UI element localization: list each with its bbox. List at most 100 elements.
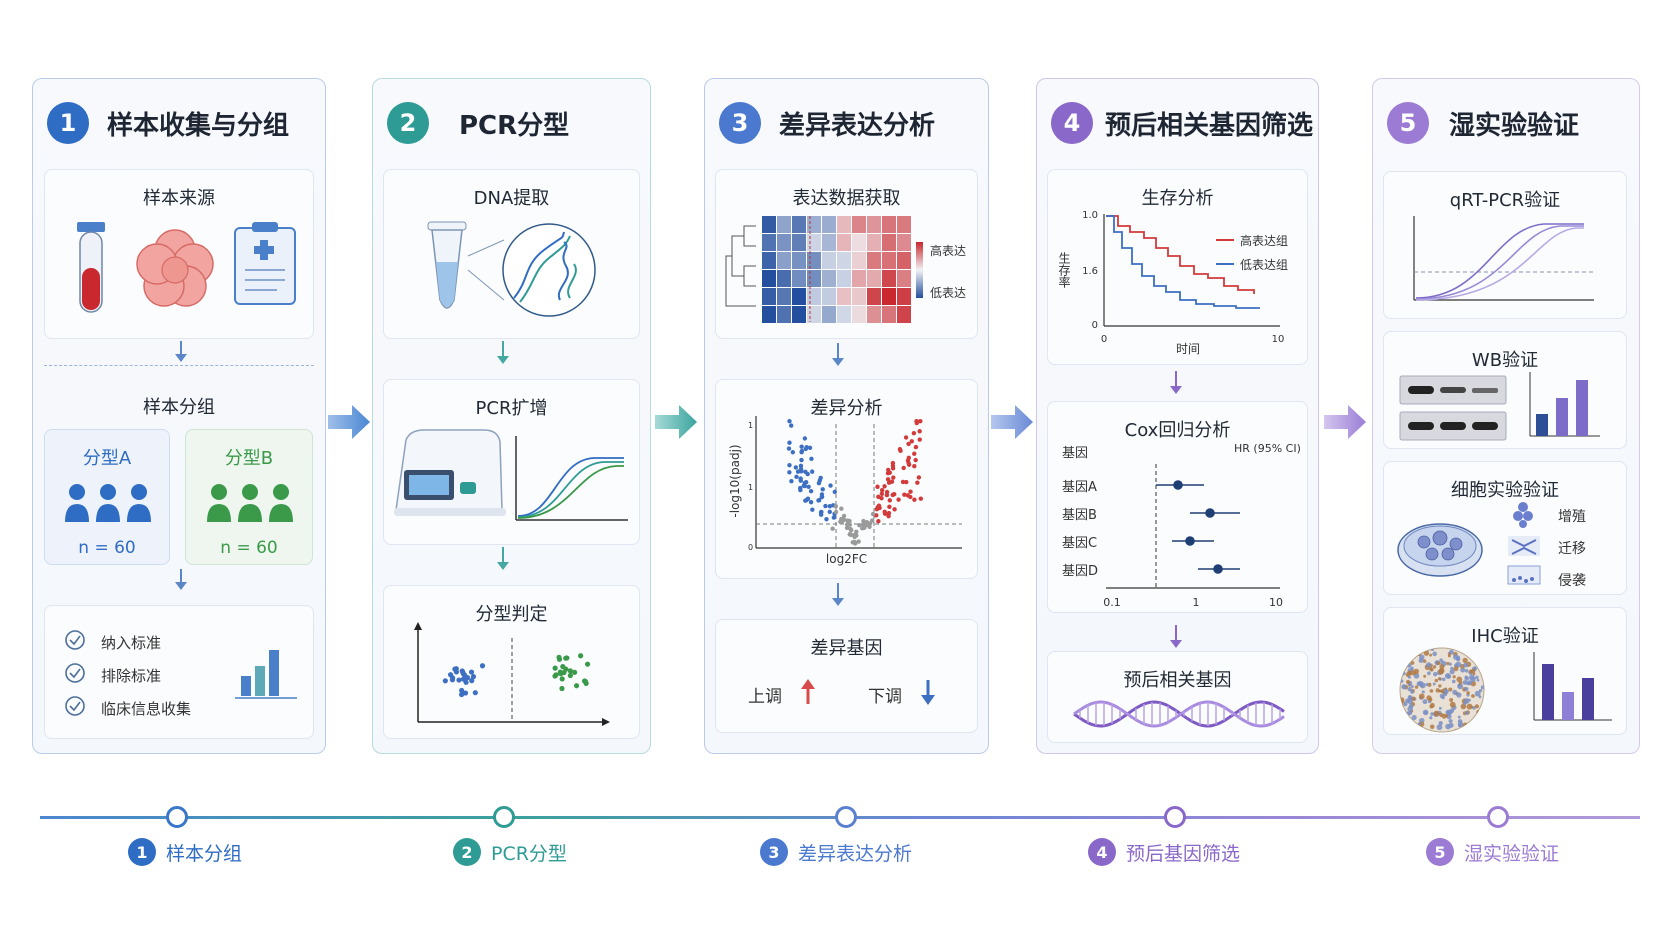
timeline-node-3 xyxy=(835,806,857,828)
typing-point-a xyxy=(479,663,486,669)
ihc-dot xyxy=(1423,650,1430,656)
heatmap-cell xyxy=(867,306,881,323)
wb-blot-and-bars xyxy=(1399,372,1600,441)
heatmap-cell xyxy=(777,288,791,305)
ihc-dot xyxy=(1439,664,1445,670)
step3-title: 差异表达分析 xyxy=(779,110,936,141)
dendrogram xyxy=(725,225,756,307)
ihc-dot xyxy=(1464,710,1469,715)
ihc-dot xyxy=(1444,672,1451,679)
survival-ylabel: 生存率 xyxy=(1057,252,1071,288)
cox-col-gene: 基因 xyxy=(1062,446,1089,461)
ihc-dot xyxy=(1426,695,1432,701)
step5-number: 5 xyxy=(1387,102,1429,144)
ihc-dot xyxy=(1413,650,1417,654)
heatmap-cell xyxy=(792,288,806,305)
ihc-dot xyxy=(1478,648,1484,651)
group-a-label: 分型A xyxy=(82,448,132,469)
typing-title: 分型判定 xyxy=(475,604,548,625)
heatmap-cell xyxy=(867,288,881,305)
heatmap-cell xyxy=(792,234,806,251)
volcano-point xyxy=(896,497,901,502)
volcano-point xyxy=(908,494,913,500)
volcano-point xyxy=(798,463,804,469)
heatmap-cell xyxy=(822,270,836,287)
step1-panel: 1 样本收集与分组 样本来源 xyxy=(32,78,326,754)
pcr-machine-icon xyxy=(394,429,628,521)
volcano-point xyxy=(886,480,892,485)
ihc-dot xyxy=(1438,706,1442,710)
ihc-dot xyxy=(1419,717,1425,724)
typing-point-b xyxy=(578,653,584,659)
heatmap-cell xyxy=(867,270,881,287)
ihc-dot xyxy=(1473,724,1480,731)
ihc-dot xyxy=(1449,698,1454,702)
ihc-dot xyxy=(1453,654,1459,660)
step2-header: 2 PCR分型 xyxy=(387,99,569,147)
ihc-dot xyxy=(1438,684,1442,688)
timeline-text-4: 预后基因筛选 xyxy=(1126,842,1241,865)
volcano-point xyxy=(912,463,917,469)
heatmap-cell xyxy=(882,270,896,287)
survival-legend-low: 低表达组 xyxy=(1240,258,1289,272)
heatmap-cell xyxy=(837,252,851,269)
ihc-dot xyxy=(1420,648,1425,650)
volcano-point xyxy=(886,513,891,519)
ihc-dot xyxy=(1427,671,1431,676)
ihc-dot xyxy=(1400,707,1405,711)
step4-down-arrow-1 xyxy=(1170,371,1182,394)
heatmap-cell xyxy=(777,234,791,251)
typing-point-b xyxy=(584,661,591,667)
heatmap-cell xyxy=(837,234,851,251)
ihc-dot xyxy=(1436,661,1441,666)
ihc-dot xyxy=(1429,689,1434,693)
ihc-dot xyxy=(1477,714,1481,718)
clinical-record-icon xyxy=(234,222,296,305)
heatmap-cell xyxy=(837,270,851,287)
heatmap-cell xyxy=(837,288,851,305)
volcano-point xyxy=(856,539,861,544)
ihc-dot xyxy=(1448,722,1454,728)
ihc-dot xyxy=(1452,675,1456,679)
typing-point-b xyxy=(563,655,569,661)
heatmap-cell xyxy=(777,216,791,233)
volcano-point xyxy=(808,488,814,494)
typing-point-b xyxy=(553,672,559,678)
timeline-node-5 xyxy=(1487,806,1509,828)
volcano-ytick-2: 1 xyxy=(748,483,753,492)
ihc-dot xyxy=(1418,693,1425,700)
ihc-dot xyxy=(1449,701,1456,708)
ihc-dot xyxy=(1427,682,1432,687)
volcano-point xyxy=(912,497,917,502)
ihc-dot xyxy=(1460,667,1466,673)
ihc-dot xyxy=(1407,651,1411,656)
volcano-point xyxy=(809,456,814,461)
typing-point-b xyxy=(567,668,573,674)
ihc-dot xyxy=(1407,706,1413,712)
volcano-point xyxy=(877,505,882,511)
timeline-text-2: PCR分型 xyxy=(491,842,567,865)
ihc-dot xyxy=(1478,689,1483,693)
timeline-label-4: 4 预后基因筛选 xyxy=(1088,838,1240,866)
heatmap-cell xyxy=(822,252,836,269)
ihc-dot xyxy=(1416,649,1420,653)
volcano-point xyxy=(828,483,833,488)
volcano-point xyxy=(823,503,828,509)
volcano-point xyxy=(802,483,807,489)
cox-card: Cox回归分析 基因 HR (95% CI) 基因A 基因B 基因C 基因D 0… xyxy=(1047,401,1308,613)
volcano-point xyxy=(884,489,890,495)
heatmap xyxy=(725,216,923,323)
ihc-dot xyxy=(1477,658,1481,663)
timeline-node-1 xyxy=(166,806,188,828)
qrt-pcr-curves xyxy=(1413,216,1594,301)
ihc-dot xyxy=(1411,728,1416,732)
heatmap-legend-low: 低表达 xyxy=(930,286,967,300)
ihc-dot xyxy=(1439,658,1443,663)
prognostic-genes-title: 预后相关基因 xyxy=(1123,670,1232,691)
step2-down-arrow-2 xyxy=(497,547,509,570)
volcano-point xyxy=(908,489,913,494)
ihc-dot xyxy=(1448,662,1452,666)
ihc-dot xyxy=(1411,653,1417,659)
heatmap-cell xyxy=(882,234,896,251)
step5-panel: 5 湿实验验证 qRT-PCR验证 WB验证 xyxy=(1372,78,1640,754)
